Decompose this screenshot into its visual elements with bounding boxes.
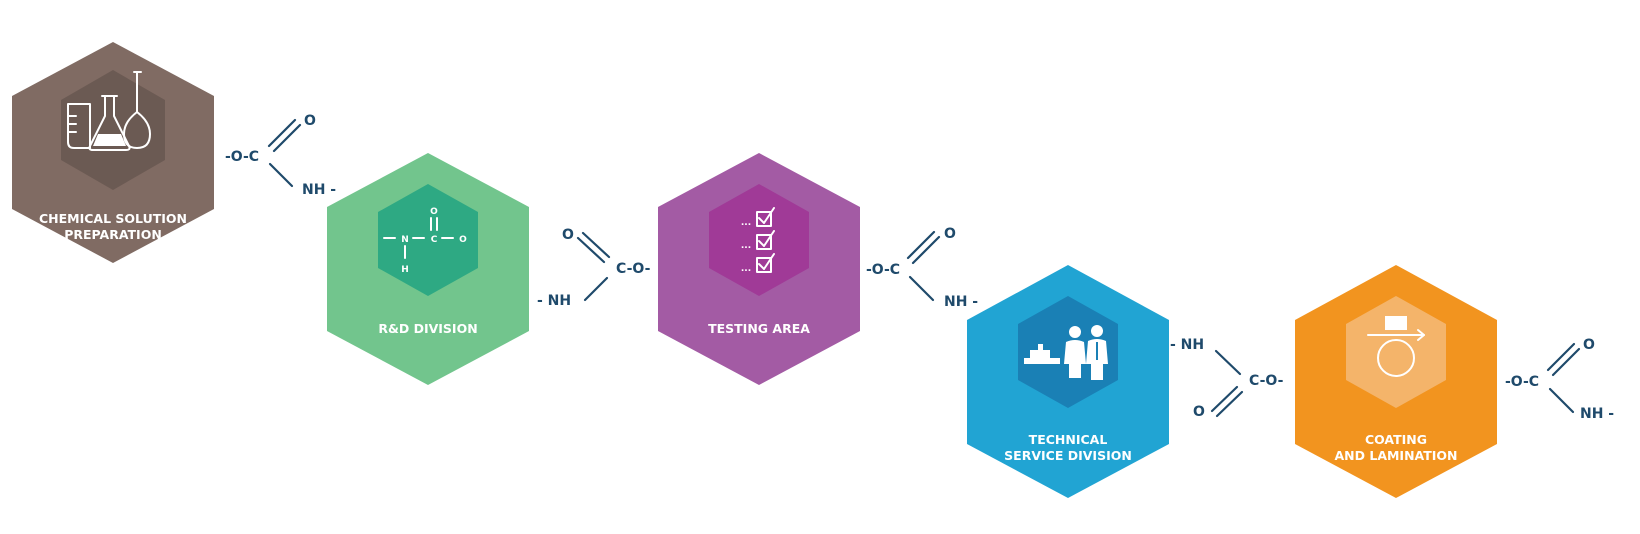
label-chemical-line1: CHEMICAL SOLUTION [39, 211, 187, 226]
station-chemical-solution-preparation: CHEMICAL SOLUTION PREPARATION [12, 42, 214, 263]
station-rnd-division: N C O O H R&D DIVISION [327, 153, 529, 385]
svg-text:C: C [431, 235, 438, 245]
engineers-icon [1024, 325, 1108, 380]
checklist-icon: ... ... ... [741, 207, 775, 274]
svg-text:...: ... [741, 241, 751, 251]
amide-formula-icon: N C O O H [383, 207, 467, 275]
inner-hexagon-chemical [61, 70, 165, 190]
station-technical-service-division: TECHNICAL SERVICE DIVISION [967, 265, 1169, 498]
bond-1-bottom: NH - [302, 182, 336, 198]
svg-text:H: H [401, 265, 409, 275]
bond-connector-3: -O-C O NH - [866, 226, 978, 310]
bond-1-left: -O-C [225, 149, 259, 165]
bond-connector-1: -O-C O NH - [225, 113, 336, 198]
bond-1-top: O [304, 113, 316, 129]
svg-text:O: O [459, 235, 467, 245]
inner-hexagon-coating [1346, 296, 1446, 408]
label-coating-line1: COATING [1365, 432, 1427, 447]
svg-text:...: ... [741, 264, 751, 274]
bond-4-right: C-O- [1249, 373, 1284, 389]
bond-connector-2: O - NH C-O- [537, 227, 651, 309]
label-testing: TESTING AREA [708, 321, 810, 336]
svg-text:...: ... [741, 218, 751, 228]
bond-2-top: O [562, 227, 574, 243]
bond-connector-4: - NH C-O- O [1170, 337, 1284, 420]
label-rnd: R&D DIVISION [378, 321, 477, 336]
roller-icon [1367, 316, 1425, 377]
bond-5-top: O [1583, 337, 1595, 353]
bond-5-left: -O-C [1505, 374, 1539, 390]
bond-3-top: O [944, 226, 956, 242]
label-technical-line1: TECHNICAL [1029, 432, 1108, 447]
label-technical-line2: SERVICE DIVISION [1004, 448, 1132, 463]
bond-3-left: -O-C [866, 262, 900, 278]
station-testing-area: ... ... ... TESTING AREA [658, 153, 860, 385]
bond-2-right: C-O- [616, 261, 651, 277]
bond-3-bottom: NH - [944, 294, 978, 310]
bond-4-bottom: O [1193, 404, 1205, 420]
inner-hexagon-rnd [378, 184, 478, 296]
bond-connector-5: -O-C O NH - [1505, 337, 1614, 422]
svg-text:N: N [401, 235, 409, 245]
svg-text:O: O [430, 207, 438, 217]
station-coating-and-lamination: COATING AND LAMINATION [1295, 265, 1497, 498]
lab-flasks-icon [67, 71, 151, 151]
bond-2-left: - NH [537, 293, 571, 309]
bond-4-top: - NH [1170, 337, 1204, 353]
bond-5-bottom: NH - [1580, 406, 1614, 422]
label-chemical-line2: PREPARATION [64, 227, 162, 242]
label-coating-line2: AND LAMINATION [1334, 448, 1457, 463]
